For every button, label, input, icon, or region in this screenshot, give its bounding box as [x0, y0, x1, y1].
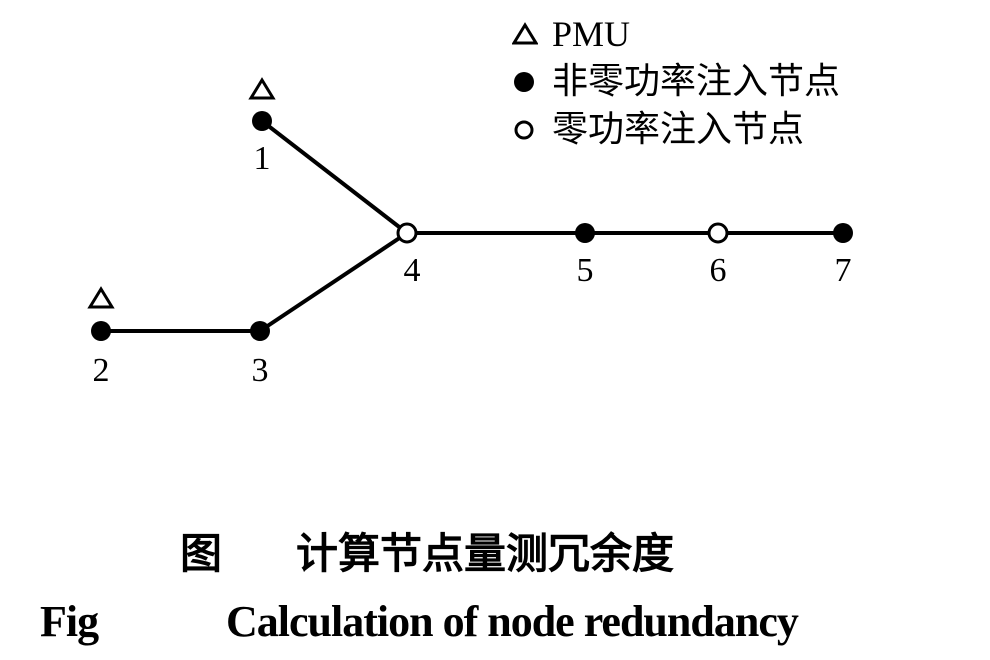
- node-4: [396, 222, 418, 244]
- edges: [101, 119, 843, 333]
- legend-label: 零功率注入节点: [552, 109, 805, 150]
- filled-circle-icon: [512, 70, 552, 94]
- legend-item-nonzero: 非零功率注入节点: [512, 58, 840, 106]
- caption-cn-prefix: 图: [180, 529, 223, 578]
- node-2: [91, 321, 111, 341]
- node-label-6: 6: [709, 252, 727, 289]
- pmu-triangle-icon-node-1: [248, 77, 276, 100]
- pmu-triangle-icon-node-2: [87, 286, 115, 309]
- legend-label: PMU: [552, 14, 631, 54]
- node-label-2: 2: [92, 352, 110, 389]
- caption-english: Fig Calculation of node redundancy: [40, 596, 799, 647]
- legend-label: 非零功率注入节点: [552, 61, 841, 102]
- node-label-4: 4: [403, 252, 421, 289]
- edge-1-4: [260, 119, 409, 235]
- legend: PMU 非零功率注入节点 零功率注入节点: [512, 10, 840, 154]
- caption-en-prefix: Fig: [40, 597, 99, 646]
- caption-en-title: Calculation of node redundancy: [226, 597, 799, 646]
- node-label-1: 1: [253, 140, 271, 177]
- caption-chinese: 图 计算节点量测冗余度: [180, 520, 674, 581]
- node-5: [575, 223, 595, 243]
- edge-3-4: [258, 231, 409, 333]
- triangle-outline-icon: [512, 22, 552, 46]
- node-label-3: 3: [251, 352, 269, 389]
- node-label-5: 5: [576, 252, 594, 289]
- node-3: [250, 321, 270, 341]
- caption-cn-title: 计算节点量测冗余度: [296, 529, 675, 578]
- node-1: [252, 111, 272, 131]
- node-6: [707, 222, 729, 244]
- node-7: [833, 223, 853, 243]
- legend-item-pmu: PMU: [512, 10, 840, 58]
- node-label-7: 7: [834, 252, 852, 289]
- hollow-circle-icon: [512, 118, 552, 142]
- legend-item-zero: 零功率注入节点: [512, 106, 840, 154]
